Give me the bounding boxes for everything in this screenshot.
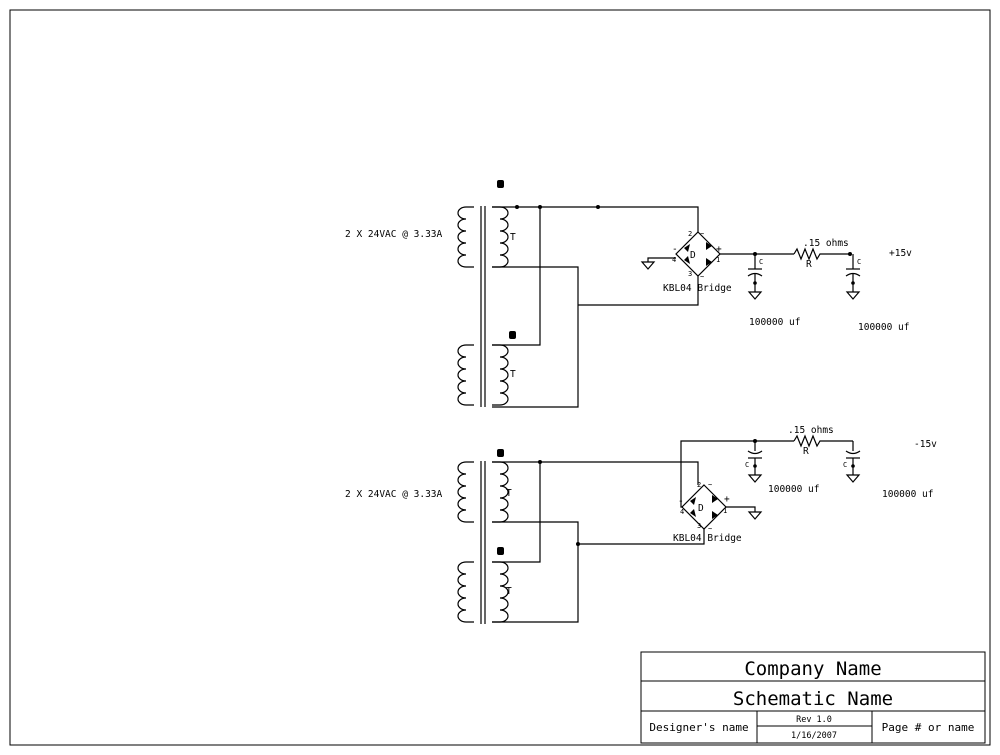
lower-cap1-value: 100000 uf: [768, 484, 819, 495]
upper-resistor-ref: R: [806, 259, 812, 270]
lower-output-network: .15 ohms R -15v C C 100000 uf: [745, 425, 937, 500]
lower-ground-1: [726, 506, 763, 520]
lower-resistor: [793, 434, 853, 448]
page-border: [9, 9, 991, 746]
lower-capacitor-1: C: [745, 441, 763, 483]
lower-polarity-dot-1: [497, 449, 504, 457]
upper-output-network: .15 ohms R +15v C C: [720, 238, 912, 333]
lower-bridge-name: KBL04 Bridge: [673, 533, 742, 544]
lower-resistor-value: .15 ohms: [788, 425, 834, 436]
lower-pin3: 3: [697, 522, 701, 530]
upper-cap2-ref: C: [857, 258, 861, 266]
lower-bridge-rectifier: D 2 1 3 4 + - ~ ~ KBL04 Bridge: [673, 481, 742, 544]
company-name: Company Name: [744, 658, 881, 680]
upper-bridge-D: D: [690, 250, 696, 261]
lower-tilde-bottom: ~: [708, 525, 712, 533]
upper-t1-label: T: [510, 232, 516, 243]
upper-output-voltage: +15v: [889, 248, 912, 259]
upper-transformer-label: 2 X 24VAC @ 3.33A: [345, 229, 443, 240]
lower-wiring: [492, 440, 794, 623]
lower-capacitor-2: C: [843, 441, 861, 483]
upper-pin4: 4: [672, 256, 676, 264]
lower-cap2-ref: C: [843, 461, 847, 469]
upper-cap1-value: 100000 uf: [749, 317, 800, 328]
lower-pin4: 4: [680, 508, 684, 516]
lower-output-voltage: -15v: [914, 439, 937, 450]
lower-resistor-ref: R: [803, 446, 809, 457]
designer-name: Designer's name: [649, 721, 748, 734]
upper-bridge-name: KBL04 Bridge: [663, 283, 732, 294]
upper-resistor: [793, 247, 850, 261]
upper-pin3: 3: [688, 270, 692, 278]
lower-transformer-1: T: [457, 449, 512, 624]
lower-pin1: 1: [723, 507, 727, 515]
upper-minus: -: [672, 244, 678, 255]
lower-plus: +: [724, 494, 730, 505]
upper-transformer-1: T: [457, 180, 516, 407]
upper-ground-1: [640, 257, 676, 270]
upper-transformer-2: T: [457, 331, 516, 406]
lower-pin2: 2: [697, 481, 701, 489]
lower-tilde-top: ~: [708, 481, 712, 489]
revision: Rev 1.0: [796, 715, 832, 725]
upper-capacitor-1: C: [747, 254, 763, 300]
upper-polarity-dot-2: [509, 331, 516, 339]
upper-plus: +: [716, 244, 722, 255]
lower-t1-label: T: [506, 488, 512, 499]
lower-cap2-value: 100000 uf: [882, 489, 933, 500]
lower-t2-label: T: [506, 586, 512, 597]
lower-transformer-label: 2 X 24VAC @ 3.33A: [345, 489, 443, 500]
upper-polarity-dot-1: [497, 180, 504, 188]
upper-tilde-top: ~: [700, 230, 704, 238]
upper-tilde-bottom: ~: [700, 273, 704, 281]
lower-supply: 2 X 24VAC @ 3.33A T T: [345, 425, 937, 624]
lower-minus: -: [678, 496, 684, 507]
upper-cap2-value: 100000 uf: [858, 322, 909, 333]
lower-cap1-ref: C: [745, 461, 749, 469]
upper-pin2: 2: [688, 230, 692, 238]
upper-supply: 2 X 24VAC @ 3.33A T T: [345, 180, 912, 408]
schematic-name: Schematic Name: [733, 688, 893, 710]
page-name: Page # or name: [882, 721, 975, 734]
upper-cap1-ref: C: [759, 258, 763, 266]
lower-bridge-D: D: [698, 503, 704, 514]
title-block: Company Name Schematic Name Designer's n…: [640, 651, 986, 744]
upper-bridge-rectifier: D 2 1 3 4 + - ~ ~ KBL04 Bridge: [663, 230, 732, 294]
date: 1/16/2007: [791, 731, 837, 741]
upper-pin1: 1: [716, 256, 720, 264]
upper-capacitor-2: C: [845, 254, 861, 300]
lower-transformer-2: T: [457, 547, 512, 623]
upper-resistor-value: .15 ohms: [803, 238, 849, 249]
lower-polarity-dot-2: [497, 547, 504, 555]
upper-wiring: [492, 205, 699, 408]
upper-t2-label: T: [510, 369, 516, 380]
